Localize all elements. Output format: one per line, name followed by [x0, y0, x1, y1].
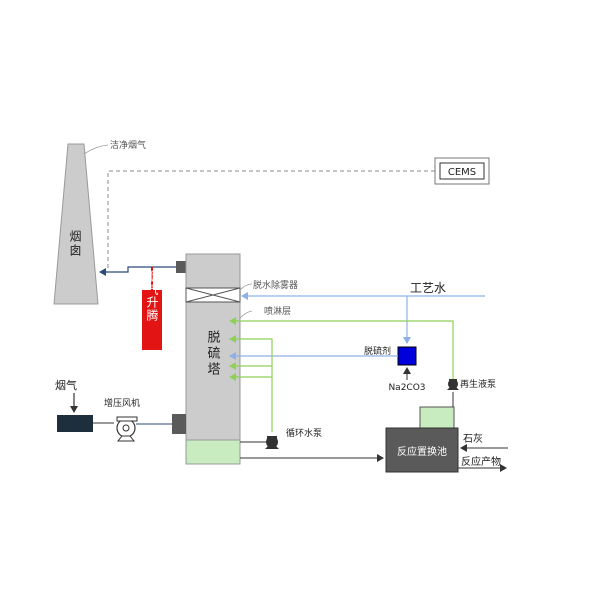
- desulf-agent-box: [397, 346, 417, 366]
- process-water-label: 工艺水: [410, 281, 446, 295]
- demister-cross-b: [185, 287, 241, 303]
- regen-liquid-line: [229, 317, 454, 384]
- tower-water: [185, 439, 241, 465]
- reaction-tank: [385, 427, 459, 473]
- demister-label: 脱水除雾器: [253, 279, 298, 291]
- tank-top-box: [419, 406, 455, 430]
- tower-label: 脱硫塔: [205, 330, 221, 378]
- flue-gas-label: 烟气: [55, 378, 77, 392]
- clean-gas-leader: [83, 144, 109, 155]
- circ-pump-icon: [265, 436, 279, 449]
- regen-pump-label: 再生液泵: [460, 378, 496, 390]
- lime-label: 石灰: [463, 432, 483, 445]
- desulf-tower: [185, 253, 241, 441]
- clean-gas-label: 洁净烟气: [110, 139, 146, 151]
- spray-leader: [239, 310, 253, 319]
- flue-rise-box: [142, 290, 162, 350]
- tower-outlet: [176, 261, 186, 273]
- cems-label: CEMS: [448, 167, 476, 178]
- booster-fan-icon: [116, 416, 138, 442]
- circ-pump-label: 循环水泵: [286, 427, 322, 439]
- cems-inner: [439, 162, 485, 180]
- na2co3-label: Na2CO3: [388, 383, 425, 393]
- booster-fan-label: 增压风机: [104, 397, 140, 409]
- cems-signal-line: [107, 170, 435, 270]
- chimney-shape: [53, 143, 99, 305]
- product-label: 反应产物: [461, 455, 501, 468]
- flue-gas-inlet: [57, 415, 93, 432]
- flue-rise-label: 烟气升腾: [145, 270, 159, 322]
- spray-layer-label: 喷淋层: [264, 305, 291, 317]
- duct-to-chimney: [99, 266, 178, 276]
- demister-leader: [239, 283, 253, 291]
- desulf-agent-label: 脱硫剂: [364, 345, 391, 357]
- reaction-tank-label: 反应置换池: [397, 445, 447, 458]
- circ-return-line: [229, 335, 273, 432]
- tower-inlet: [172, 414, 186, 434]
- regen-pump-icon: [447, 379, 459, 390]
- chimney-label: 烟囱: [68, 230, 82, 258]
